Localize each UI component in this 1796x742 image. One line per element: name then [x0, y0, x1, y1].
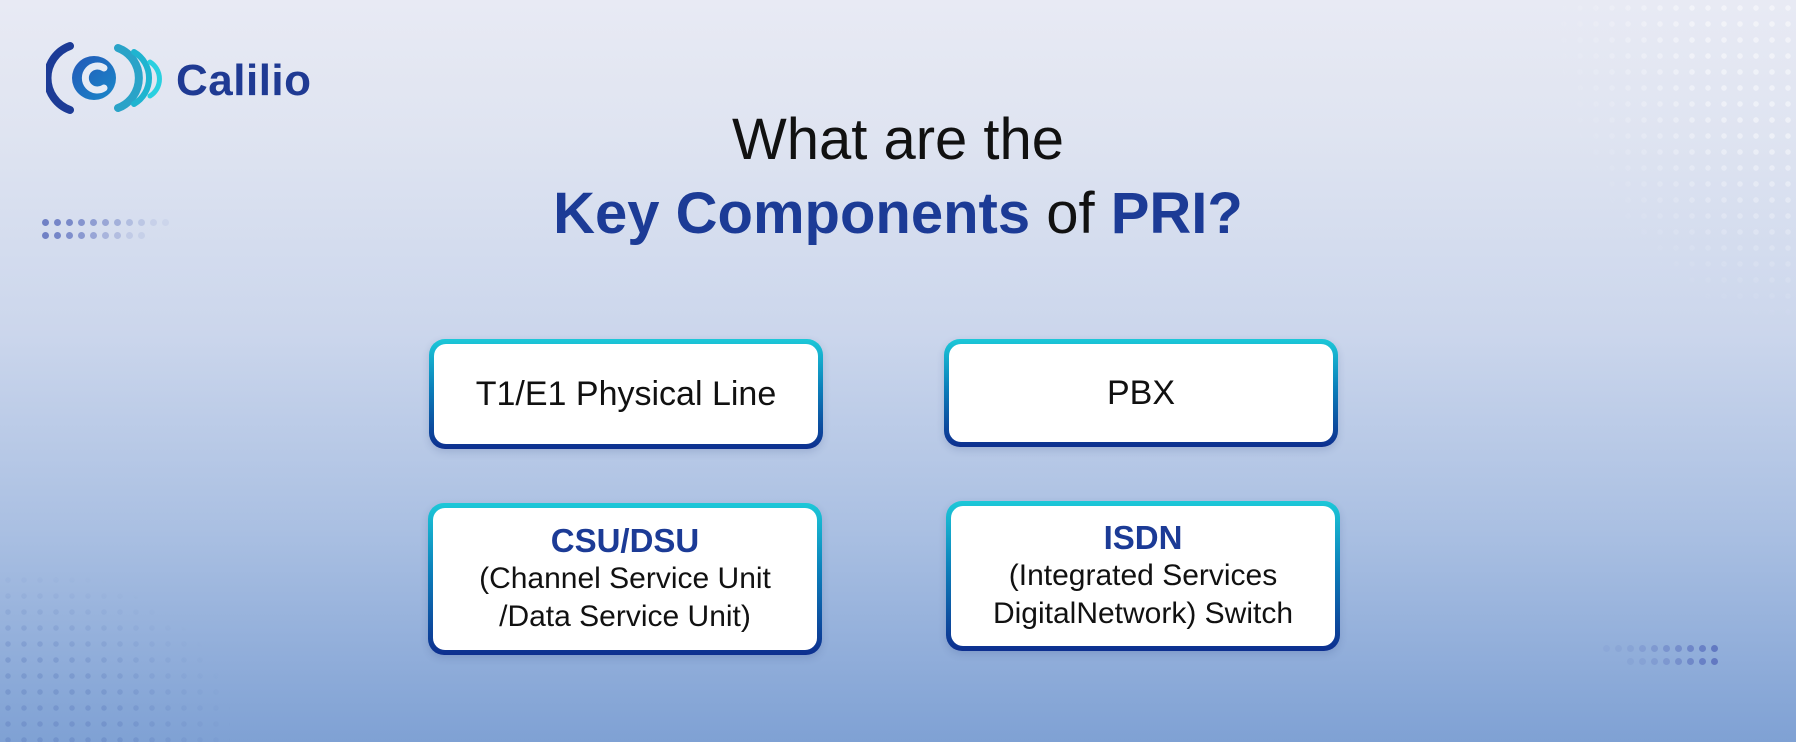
component-subtitle-line-2: DigitalNetwork) Switch: [992, 597, 1294, 630]
component-card-csu-dsu: CSU/DSU (Channel Service Unit /Data Serv…: [428, 503, 822, 655]
decorative-dot-pattern-bottom-left: [0, 572, 230, 742]
title-accent-pri: PRI?: [1110, 181, 1243, 246]
component-card-t1-e1: T1/E1 Physical Line: [429, 339, 823, 449]
calilio-logo-icon: [43, 38, 162, 123]
title-line-2: Key Components of PRI?: [0, 176, 1796, 252]
component-heading: CSU/DSU: [550, 522, 700, 559]
component-subtitle-line-1: (Channel Service Unit: [479, 562, 771, 595]
card-body: PBX: [949, 344, 1333, 442]
component-card-pbx: PBX: [944, 339, 1338, 447]
decorative-dot-row: [42, 232, 145, 239]
brand-logo: Calilio: [43, 38, 312, 123]
component-subtitle-line-1: (Integrated Services: [1008, 559, 1278, 592]
component-heading: ISDN: [1103, 519, 1183, 556]
page-title: What are the Key Components of PRI?: [0, 104, 1796, 252]
decorative-dot-row: [42, 219, 169, 226]
card-body: T1/E1 Physical Line: [434, 344, 818, 444]
card-body: CSU/DSU (Channel Service Unit /Data Serv…: [433, 508, 817, 650]
component-label: T1/E1 Physical Line: [475, 375, 777, 413]
title-line-1: What are the: [731, 107, 1065, 172]
decorative-dot-pattern-top-right: [1556, 0, 1796, 320]
component-label: PBX: [1106, 374, 1176, 412]
brand-name: Calilio: [176, 55, 312, 105]
component-subtitle-line-2: /Data Service Unit): [499, 600, 751, 633]
title-connector: of: [1030, 181, 1111, 246]
decorative-dot-row: [1627, 658, 1718, 665]
card-body: ISDN (Integrated Services DigitalNetwork…: [951, 506, 1335, 646]
component-card-isdn: ISDN (Integrated Services DigitalNetwork…: [946, 501, 1340, 651]
decorative-dot-row: [1603, 645, 1718, 652]
title-accent-key-components: Key Components: [553, 181, 1031, 246]
